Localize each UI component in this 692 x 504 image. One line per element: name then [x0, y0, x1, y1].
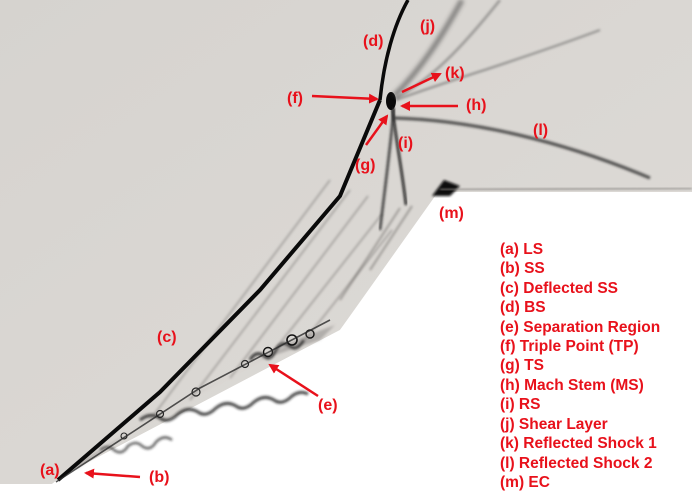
flow-domain [0, 0, 692, 484]
expansion-corner-mark [432, 180, 460, 196]
reflected-shock-2-line [393, 116, 651, 180]
legend-item: (k) Reflected Shock 1 [500, 435, 657, 452]
label-d: (d) [363, 33, 383, 50]
legend-item: (g) TS [500, 357, 544, 374]
plateau-boundary-layer [439, 186, 692, 192]
legend-item: (d) BS [500, 299, 546, 316]
arrow-f [311, 93, 379, 104]
label-a: (a) [40, 462, 60, 479]
separation-region [70, 325, 335, 468]
deflected-ss-line [56, 99, 382, 482]
ramp-waves [339, 205, 413, 301]
label-j: (j) [420, 18, 435, 35]
leading-shock-line [55, 319, 331, 483]
label-f: (f) [287, 90, 303, 107]
reflected-shock-1-line [395, 29, 601, 101]
arrow-e [268, 363, 319, 398]
label-k: (k) [445, 65, 465, 82]
label-e: (e) [318, 397, 338, 414]
triple-point-mark [386, 92, 396, 110]
legend-item: (m) EC [500, 474, 550, 491]
bow-shock-line [378, 0, 410, 101]
shear-layer-line [392, 0, 465, 98]
legend-item: (h) Mach Stem (MS) [500, 377, 644, 394]
compression-waves [149, 179, 393, 421]
legend-item: (i) RS [500, 396, 540, 413]
legend-item: (c) Deflected SS [500, 280, 618, 297]
arrow-g [364, 114, 389, 146]
label-g: (g) [355, 157, 375, 174]
legend-item: (e) Separation Region [500, 319, 660, 336]
legend-item: (l) Reflected Shock 2 [500, 455, 652, 472]
label-c: (c) [157, 329, 177, 346]
legend-item: (j) Shear Layer [500, 416, 608, 433]
label-h: (h) [466, 97, 486, 114]
legend: (a) LS (b) SS (c) Deflected SS (d) BS (e… [500, 241, 660, 491]
label-l: (l) [533, 122, 548, 139]
legend-item: (b) SS [500, 260, 545, 277]
wedge-body [52, 192, 692, 504]
annotation-arrows [84, 72, 458, 479]
label-b: (b) [149, 469, 169, 486]
label-m: (m) [439, 205, 464, 222]
arrow-b [84, 468, 141, 479]
legend-item: (f) Triple Point (TP) [500, 338, 639, 355]
label-i: (i) [398, 135, 413, 152]
arrow-k [401, 72, 442, 94]
legend-item: (a) LS [500, 241, 543, 258]
shear-layer-line-2 [395, 0, 501, 100]
reflected-shock-rs-line [378, 107, 396, 231]
